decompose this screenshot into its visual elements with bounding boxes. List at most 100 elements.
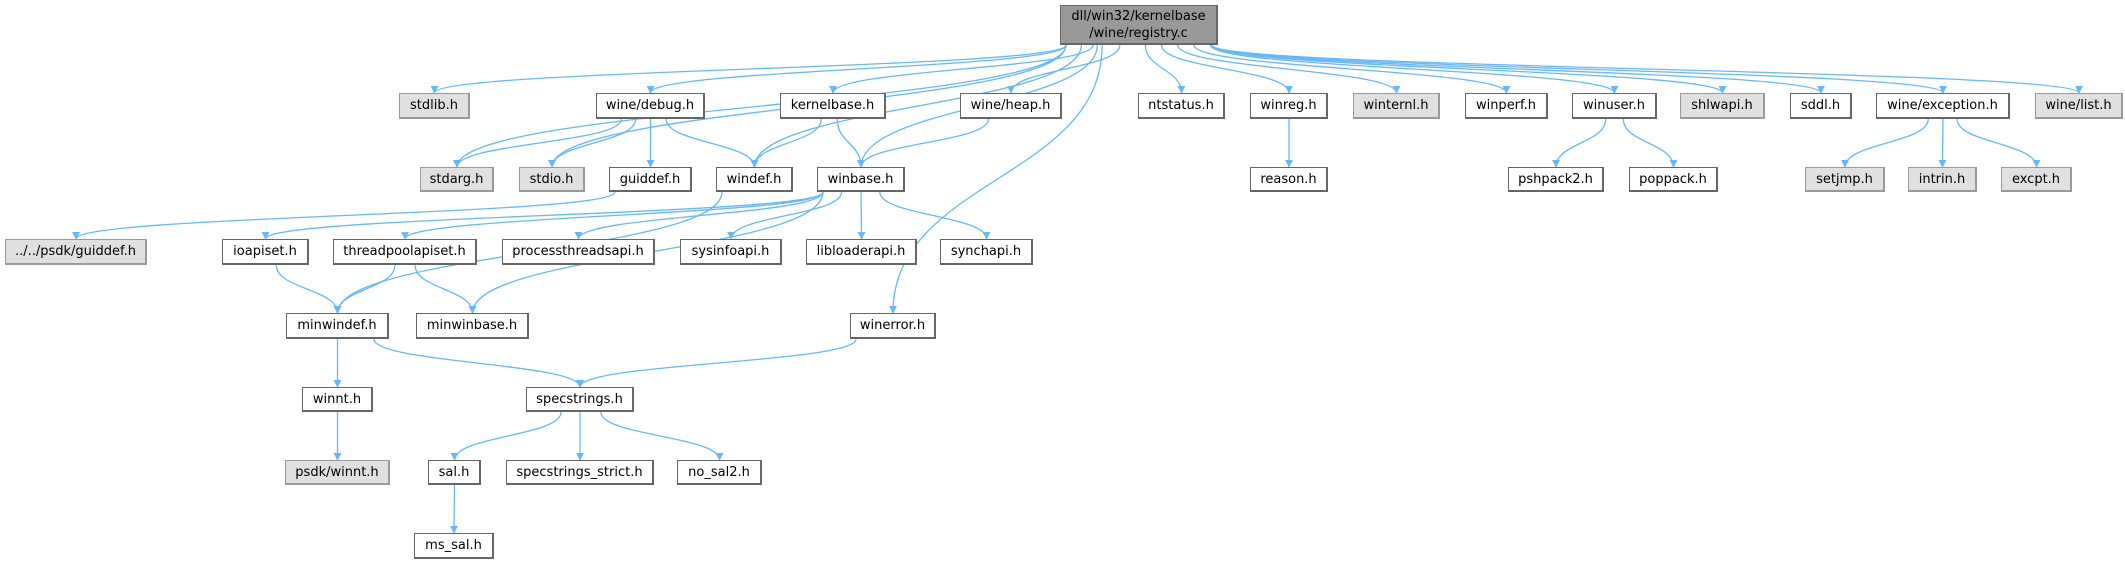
node-label: no_sal2.h: [688, 464, 750, 480]
node-winperf[interactable]: winperf.h: [1465, 93, 1548, 119]
edge-root-to-sddl: [1211, 44, 1825, 94]
edge-root-to-winperf: [1193, 44, 1511, 94]
node-winnt[interactable]: winnt.h: [302, 387, 373, 412]
edge-winuser-to-poppack: [1622, 118, 1678, 168]
edge-wine_exception-to-setjmp: [1841, 118, 1929, 168]
node-sal[interactable]: sal.h: [428, 460, 481, 485]
edge-root-to-wine_debug: [646, 44, 1067, 94]
edge-root-to-wine_heap: [1007, 44, 1121, 94]
edge-winbase-to-processthreadsapi: [574, 191, 824, 240]
node-label: windef.h: [726, 171, 782, 187]
node-label: stdlib.h: [410, 98, 458, 113]
edge-root-to-winreg: [1160, 44, 1293, 94]
edge-specstrings-to-sal: [450, 411, 562, 461]
node-synchapi[interactable]: synchapi.h: [940, 239, 1033, 265]
edge-root-to-ntstatus: [1144, 44, 1186, 94]
node-threadpoolapiset[interactable]: threadpoolapiset.h: [333, 239, 477, 265]
node-windef[interactable]: windef.h: [716, 167, 793, 192]
node-psdk-winnt: psdk/winnt.h: [285, 460, 390, 485]
node-label: pshpack2.h: [1518, 171, 1593, 187]
edge-winbase-to-threadpoolapiset: [401, 191, 824, 240]
node-guiddef[interactable]: guiddef.h: [609, 167, 692, 192]
edge-root-to-kernelbase: [829, 44, 1094, 94]
edge-root-to-wine_list: [1211, 44, 2083, 94]
edge-guiddef-to-psdk_guiddef: [72, 191, 616, 240]
edge-wine_debug-to-windef: [665, 118, 759, 168]
edge-root-to-stdarg: [453, 44, 1067, 168]
node-label: sysinfoapi.h: [691, 244, 770, 259]
node-label: reason.h: [1260, 171, 1317, 187]
node-wine-debug[interactable]: wine/debug.h: [596, 93, 705, 119]
node-libloaderapi[interactable]: libloaderapi.h: [806, 239, 917, 265]
node-label: libloaderapi.h: [816, 244, 906, 259]
node-processthreadsapi[interactable]: processthreadsapi.h: [502, 239, 655, 265]
edge-wine_exception-to-excpt: [1956, 118, 2041, 168]
node-specstrings-strict[interactable]: specstrings_strict.h: [506, 460, 654, 485]
edge-root-to-winuser: [1209, 44, 1619, 94]
node-label: shlwapi.h: [1691, 98, 1753, 113]
edge-winbase-to-synchapi: [879, 191, 991, 240]
node-label: stdio.h: [529, 171, 574, 187]
node-label: specstrings_strict.h: [516, 464, 643, 480]
node-sysinfoapi[interactable]: sysinfoapi.h: [680, 239, 782, 265]
node-label: poppack.h: [1639, 171, 1707, 187]
edge-winbase-to-ioapiset: [261, 191, 824, 240]
node-root: dll/win32/kernelbase /wine/registry.c: [1060, 5, 1218, 45]
node-specstrings[interactable]: specstrings.h: [526, 387, 634, 412]
node-winerror[interactable]: winerror.h: [850, 313, 936, 339]
node-label: stdarg.h: [429, 171, 484, 187]
node-excpt: excpt.h: [2001, 167, 2072, 192]
node-label: setjmp.h: [1816, 171, 1873, 187]
node-label: winternl.h: [1363, 98, 1429, 113]
node-label: minwinbase.h: [426, 318, 518, 333]
node-no-sal2[interactable]: no_sal2.h: [677, 460, 762, 485]
node-label: intrin.h: [1918, 171, 1966, 187]
node-label: winnt.h: [312, 391, 362, 407]
node-ioapiset[interactable]: ioapiset.h: [222, 239, 309, 265]
node-poppack[interactable]: poppack.h: [1629, 167, 1718, 192]
node-wine-heap[interactable]: wine/heap.h: [960, 93, 1062, 119]
node-label: guiddef.h: [619, 171, 681, 187]
node-setjmp: setjmp.h: [1805, 167, 1885, 192]
node-label: winuser.h: [1582, 98, 1646, 113]
node-winreg[interactable]: winreg.h: [1250, 93, 1328, 119]
node-label: dll/win32/kernelbase /wine/registry.c: [1071, 8, 1206, 41]
edge-root-to-shlwapi: [1211, 44, 1727, 94]
node-kernelbase[interactable]: kernelbase.h: [780, 93, 886, 119]
node-label: excpt.h: [2011, 171, 2061, 187]
node-winternl: winternl.h: [1353, 93, 1440, 119]
edge-winuser-to-pshpack2: [1552, 118, 1607, 168]
node-stdio: stdio.h: [519, 167, 585, 192]
edge-minwindef-to-specstrings: [373, 338, 584, 388]
edge-kernelbase-to-windef: [750, 118, 822, 168]
node-label: threadpoolapiset.h: [343, 244, 466, 259]
edge-wine_debug-to-stdio: [548, 118, 637, 168]
node-ntstatus[interactable]: ntstatus.h: [1138, 93, 1225, 119]
node-winbase[interactable]: winbase.h: [817, 167, 905, 192]
node-minwinbase[interactable]: minwinbase.h: [416, 313, 529, 339]
node-sddl[interactable]: sddl.h: [1790, 93, 1852, 119]
node-label: minwindef.h: [297, 318, 377, 333]
node-ms-sal[interactable]: ms_sal.h: [414, 533, 494, 559]
node-reason[interactable]: reason.h: [1250, 167, 1328, 192]
node-label: sddl.h: [1800, 98, 1841, 113]
node-label: ioapiset.h: [233, 244, 297, 259]
node-stdlib: stdlib.h: [399, 93, 470, 119]
node-wine-exception[interactable]: wine/exception.h: [1876, 93, 2010, 119]
edge-kernelbase-to-winbase: [836, 118, 865, 168]
edge-threadpoolapiset-to-minwindef: [333, 264, 396, 314]
node-label: processthreadsapi.h: [512, 244, 644, 259]
node-minwindef[interactable]: minwindef.h: [286, 313, 389, 339]
node-label: wine/debug.h: [605, 98, 695, 113]
node-label: wine/heap.h: [970, 98, 1051, 113]
node-stdarg: stdarg.h: [420, 167, 494, 192]
node-label: ../../psdk/guiddef.h: [14, 244, 137, 259]
node-winuser[interactable]: winuser.h: [1572, 93, 1657, 119]
edge-root-to-windef: [750, 44, 1082, 168]
node-label: winbase.h: [827, 171, 894, 187]
edge-wine_debug-to-stdarg: [453, 118, 623, 168]
edge-root-to-winternl: [1176, 44, 1401, 94]
node-wine-list: wine/list.h: [2035, 93, 2123, 119]
node-pshpack2[interactable]: pshpack2.h: [1508, 167, 1604, 192]
